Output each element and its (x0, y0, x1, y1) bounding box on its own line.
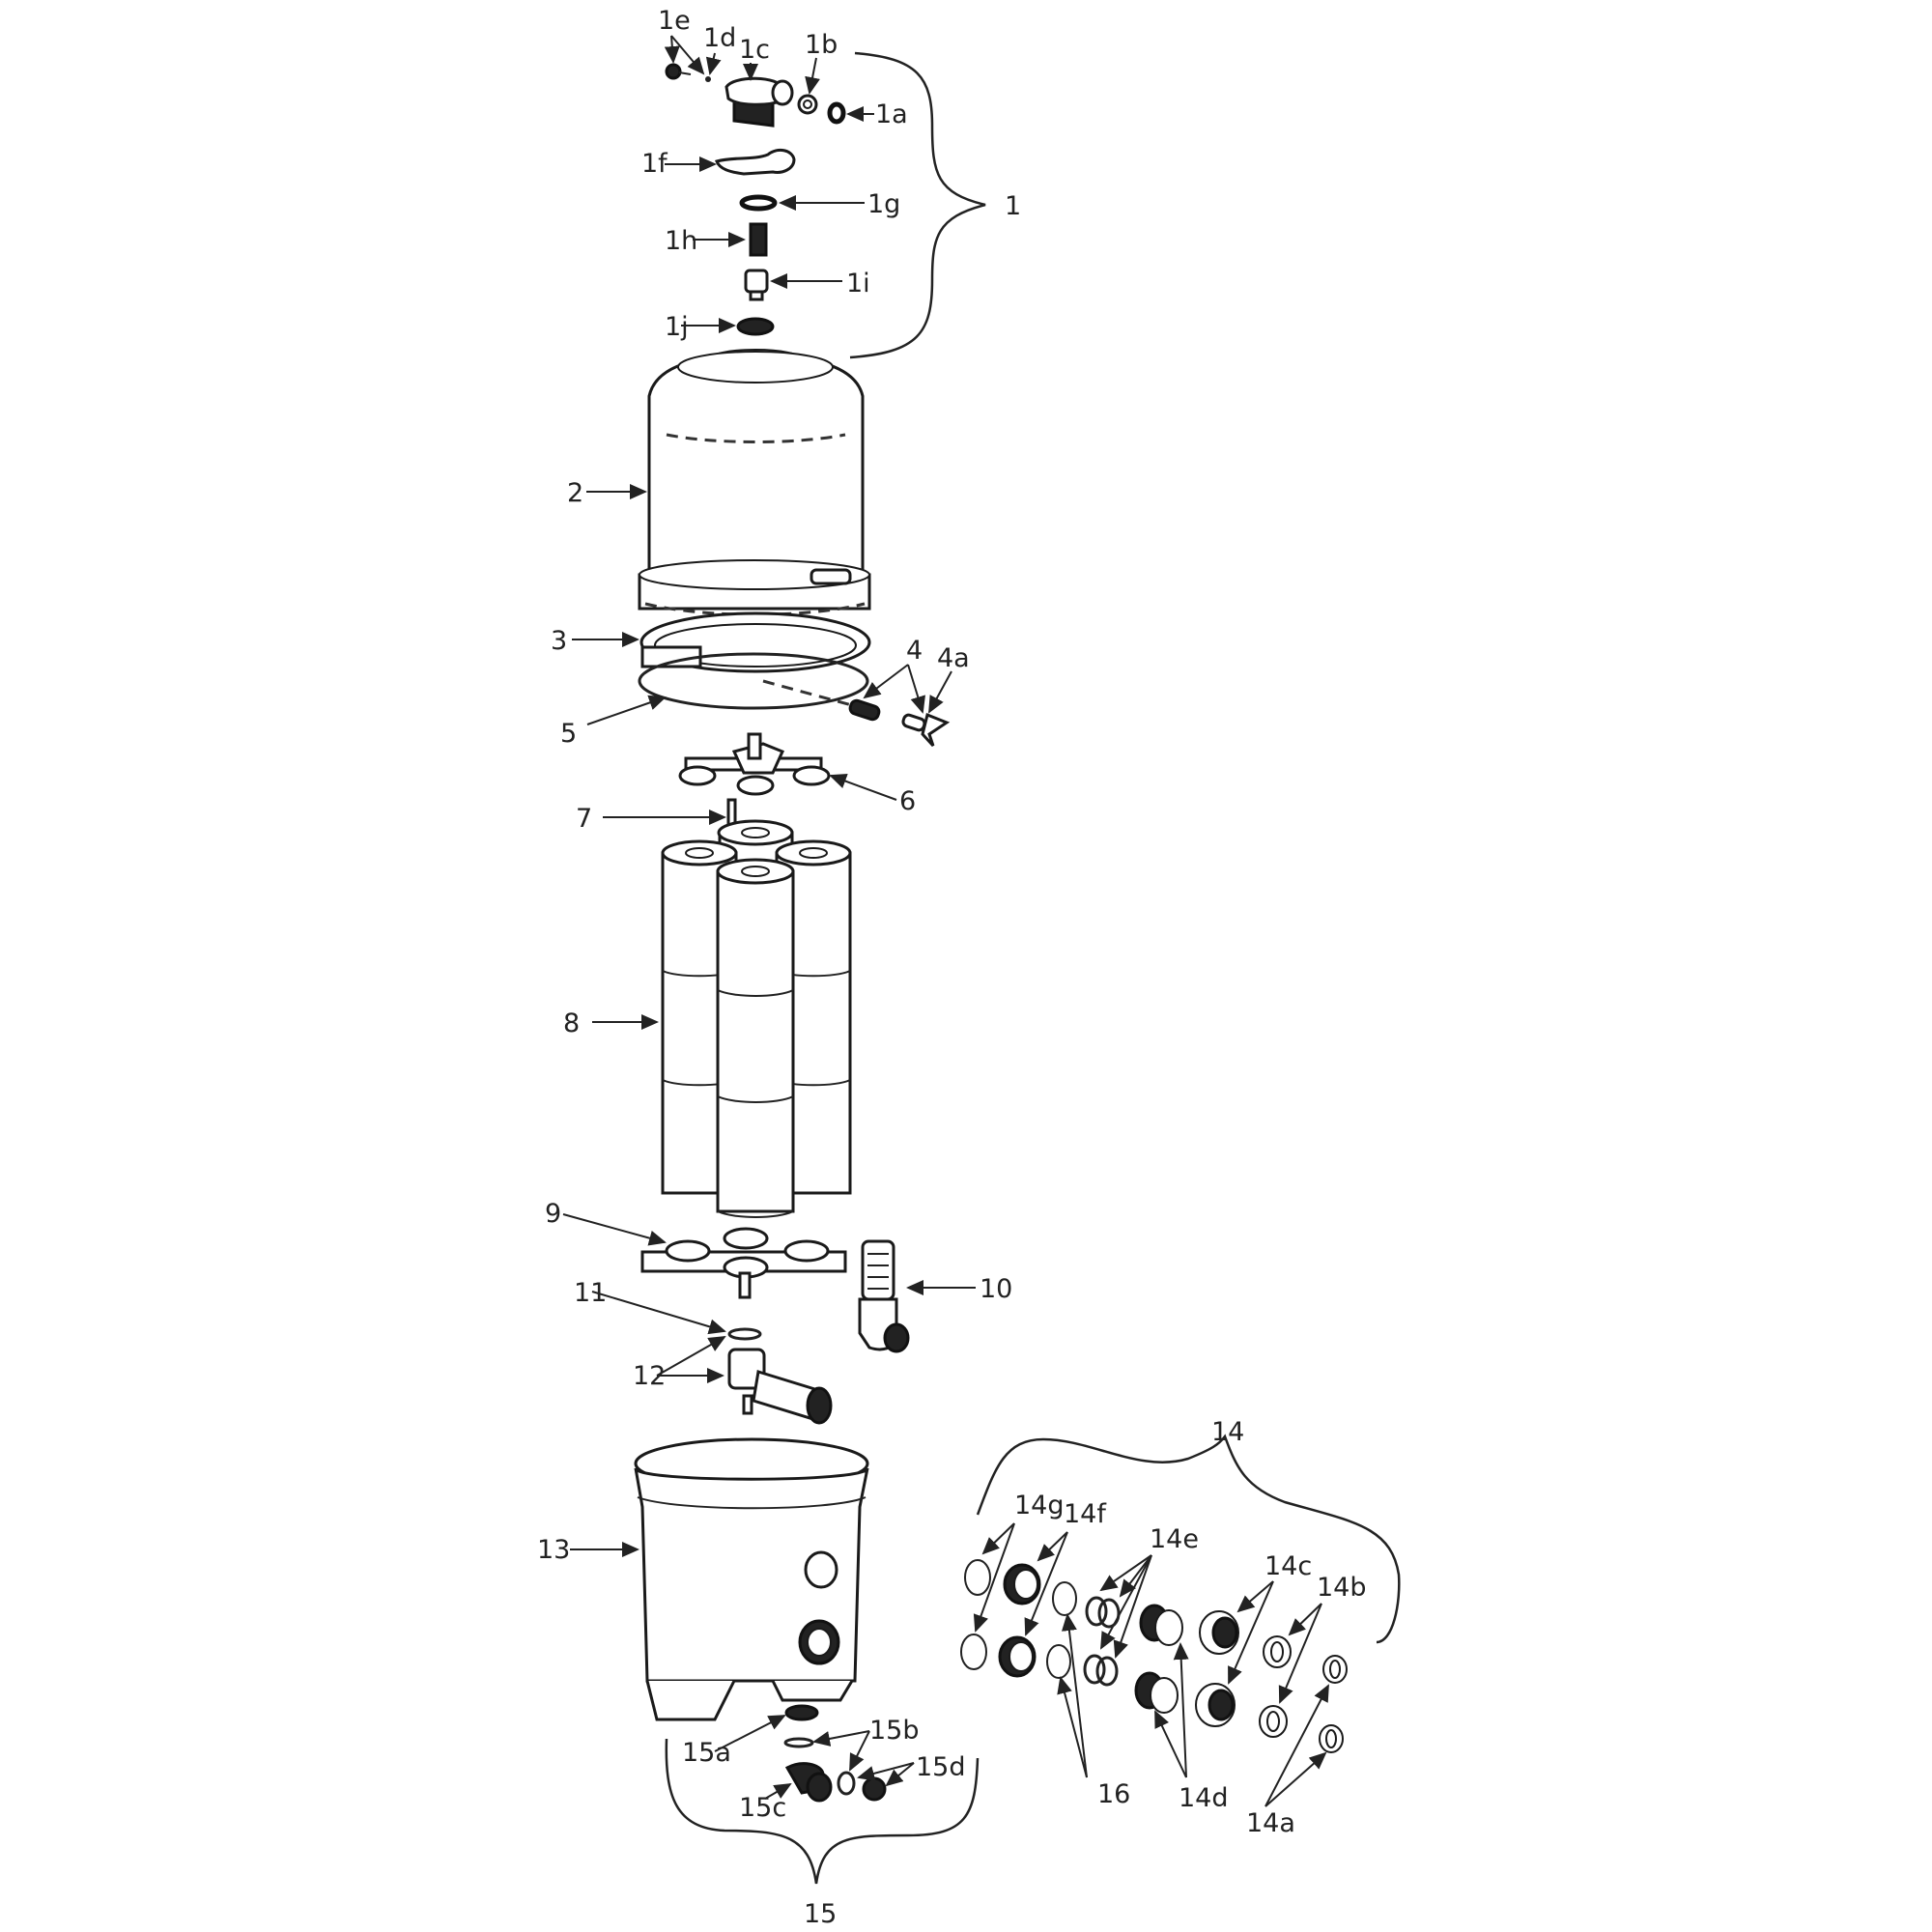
part-4a-knob-icon (901, 712, 951, 748)
callout-14g[interactable]: 14g (1014, 1491, 1065, 1520)
callout-2[interactable]: 2 (567, 478, 583, 508)
callout-15b[interactable]: 15b (869, 1716, 920, 1746)
callout-10[interactable]: 10 (980, 1274, 1012, 1304)
callout-1f[interactable]: 1f (641, 149, 668, 179)
callout-9[interactable]: 9 (545, 1199, 561, 1229)
callout-1d[interactable]: 1d (703, 23, 736, 53)
part-13-tank-body-icon (634, 1437, 869, 1721)
part-14c-union-nut-icon (1195, 1610, 1239, 1727)
callout-4[interactable]: 4 (906, 636, 923, 666)
part-8-cartridges-icon (661, 819, 852, 1218)
part-14e-o-ring-pair-icon (1083, 1596, 1121, 1687)
part-14b-adapter-icon (1259, 1635, 1292, 1738)
part-1h-spring-icon (749, 222, 768, 257)
part-1c-valve-body-icon (724, 76, 794, 128)
callout-3[interactable]: 3 (551, 626, 567, 656)
callout-15d[interactable]: 15d (916, 1752, 966, 1782)
part-15b-o-ring-icon (783, 1737, 856, 1796)
leader-lines (562, 35, 1329, 1807)
callout-4a[interactable]: 4a (937, 643, 970, 673)
callout-14a[interactable]: 14a (1246, 1808, 1295, 1838)
part-6-top-manifold-icon (678, 732, 831, 796)
part-10-strainer-elbow-icon (858, 1239, 910, 1353)
callout-1j[interactable]: 1j (665, 312, 689, 342)
part-14d-tailpiece-icon (1134, 1604, 1183, 1714)
part-1f-handle-icon (715, 148, 796, 176)
brace-assembly-15 (665, 1738, 980, 1885)
callout-1e[interactable]: 1e (658, 6, 691, 36)
callout-1i[interactable]: 1i (846, 269, 870, 298)
callout-15a[interactable]: 15a (682, 1738, 731, 1768)
part-1d-pin-icon (705, 76, 711, 82)
callout-1b[interactable]: 1b (805, 30, 838, 60)
part-1b-gauge-icon (797, 94, 818, 115)
part-9-bottom-manifold-icon (640, 1227, 847, 1299)
callout-13[interactable]: 13 (537, 1535, 570, 1565)
callout-12[interactable]: 12 (633, 1361, 666, 1391)
part-5-tank-o-ring-icon (638, 652, 869, 710)
callout-14d[interactable]: 14d (1179, 1783, 1229, 1813)
callout-labels: 1e 1d 1c 1b 1a 1f 1g 1h 1i 1j 1 2 3 4 4a… (537, 6, 1367, 1929)
part-1a-o-ring-icon (827, 101, 846, 125)
callout-8[interactable]: 8 (563, 1009, 580, 1038)
part-16-o-ring-icon (1046, 1581, 1077, 1679)
part-1j-nut-icon (736, 317, 775, 336)
callout-14c[interactable]: 14c (1264, 1551, 1312, 1581)
part-1g-ring-icon (739, 194, 778, 212)
callout-14e[interactable]: 14e (1150, 1524, 1199, 1554)
part-15c-drain-elbow-icon (784, 1762, 833, 1803)
part-15d-drain-cap-icon (862, 1776, 887, 1802)
callout-14[interactable]: 14 (1211, 1417, 1244, 1447)
part-12-internal-elbow-icon (727, 1348, 833, 1425)
callout-1a[interactable]: 1a (875, 99, 908, 129)
callout-15c[interactable]: 15c (739, 1793, 786, 1823)
part-4-bolt-icon (848, 698, 881, 722)
callout-1h[interactable]: 1h (665, 226, 697, 256)
brace-assembly-14 (976, 1434, 1401, 1644)
part-2-tank-lid-icon (638, 349, 871, 616)
part-14a-end-cap-icon (1319, 1655, 1348, 1753)
callout-1g[interactable]: 1g (867, 189, 900, 219)
part-15a-drain-adapter-icon (784, 1704, 819, 1721)
part-14f-union-nut-icon (998, 1563, 1041, 1678)
callout-6[interactable]: 6 (899, 786, 916, 816)
brace-assembly-1 (849, 51, 986, 359)
callout-14f[interactable]: 14f (1064, 1499, 1107, 1529)
part-1i-bushing-icon (744, 269, 769, 301)
callout-7[interactable]: 7 (576, 804, 592, 834)
callout-11[interactable]: 11 (574, 1278, 607, 1308)
callout-14b[interactable]: 14b (1317, 1573, 1367, 1603)
part-11-o-ring-icon (727, 1327, 762, 1341)
callout-5[interactable]: 5 (560, 719, 577, 749)
callout-16[interactable]: 16 (1097, 1779, 1130, 1809)
part-1e-screw-icon (665, 63, 692, 80)
part-14g-o-ring-icon (960, 1559, 991, 1670)
callout-1[interactable]: 1 (1005, 191, 1021, 221)
callout-15[interactable]: 15 (804, 1899, 837, 1929)
callout-1c[interactable]: 1c (739, 35, 770, 65)
